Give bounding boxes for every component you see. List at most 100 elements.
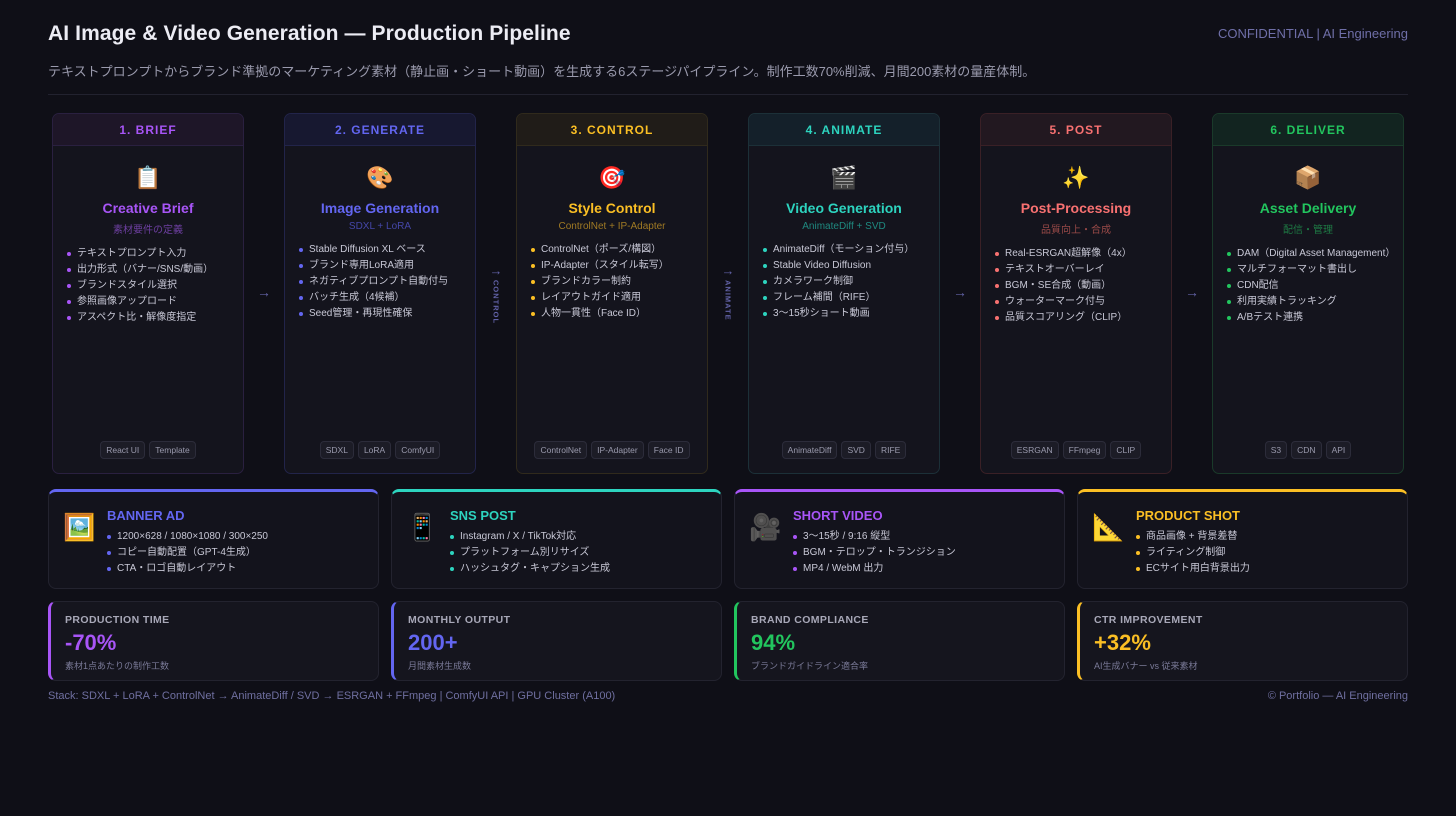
stage-feature-item: ウォーターマーク付与 — [995, 294, 1163, 310]
stage-feature-item: Stable Diffusion XL ベース — [299, 242, 467, 258]
stage-step-label: 1. BRIEF — [53, 114, 243, 146]
metric-value: 200+ — [408, 630, 458, 655]
metric-label: PRODUCTION TIME — [65, 614, 170, 626]
metric-note: 素材1点あたりの制作工数 — [65, 661, 170, 671]
tech-tag: S3 — [1264, 441, 1288, 459]
stage-subtitle: 配信・管理 — [1283, 225, 1333, 236]
output-feature-item: ハッシュタグ・キャプション生成 — [450, 561, 610, 577]
header-divider — [48, 94, 1408, 95]
metric-note: AI生成バナー vs 従来素材 — [1094, 661, 1198, 671]
stage-step-label: 5. POST — [981, 114, 1171, 146]
triangular-ruler-icon: 📐 — [1092, 512, 1125, 542]
tech-tag: SDXL — [319, 441, 354, 459]
stage-feature-item: ブランド専用LoRA適用 — [299, 258, 467, 274]
stage-feature-item: レイアウトガイド適用 — [531, 290, 699, 306]
stage-feature-item: フレーム補間（RIFE） — [763, 290, 931, 306]
metric-value: +32% — [1094, 630, 1151, 655]
stage-feature-item: 参照画像アップロード — [67, 294, 235, 310]
stage-feature-item: Stable Video Diffusion — [763, 258, 931, 274]
stage-feature-item: AnimateDiff（モーション付与） — [763, 242, 931, 258]
metric-value: 94% — [751, 630, 796, 655]
output-feature-list: Instagram / X / TikTok対応プラットフォーム別リサイズハッシ… — [450, 529, 610, 577]
tech-tag: ESRGAN — [1010, 441, 1059, 459]
stage-subtitle: AnimateDiff + SVD — [802, 221, 886, 232]
stack-footer: Stack: SDXL + LoRA + ControlNet → Animat… — [48, 690, 616, 702]
tech-tag: FFmpeg — [1062, 441, 1107, 459]
credit-footer: © Portfolio — AI Engineering — [1267, 690, 1408, 702]
stage-feature-item: IP-Adapter（スタイル転写） — [531, 258, 699, 274]
tech-tag: CDN — [1291, 441, 1322, 459]
metrics-row: PRODUCTION TIME -70% 素材1点あたりの制作工数 MONTHLY O… — [48, 601, 1408, 681]
tech-tag: RIFE — [874, 441, 907, 459]
tech-tag: ComfyUI — [395, 441, 441, 459]
output-feature-item: 1200×628 / 1080×1080 / 300×250 — [107, 529, 268, 545]
flow-arrow-icon: → — [721, 263, 735, 278]
output-feature-item: プラットフォーム別リサイズ — [450, 545, 610, 561]
stage-name: Image Generation — [320, 200, 440, 216]
output-feature-item: ライティング制御 — [1136, 545, 1250, 561]
metric-note: ブランドガイドライン適合率 — [751, 661, 869, 671]
tech-tag: React UI — [100, 441, 146, 459]
stage-feature-item: 利用実績トラッキング — [1227, 294, 1395, 310]
stage-feature-item: CDN配信 — [1227, 278, 1395, 294]
page-title: AI Image & Video Generation — Production… — [48, 22, 571, 45]
tech-tag: AnimateDiff — [781, 441, 838, 459]
tech-tag: Face ID — [647, 441, 690, 459]
metric-value: -70% — [65, 630, 117, 655]
stage-feature-item: 品質スコアリング（CLIP） — [995, 310, 1163, 326]
stage-subtitle: 品質向上・合成 — [1041, 225, 1111, 236]
stage-feature-item: A/Bテスト連携 — [1227, 310, 1395, 326]
tech-tag: Template — [149, 441, 196, 459]
metric-label: MONTHLY OUTPUT — [408, 614, 511, 626]
stage-name: Asset Delivery — [1259, 200, 1357, 216]
stage-subtitle: SDXL + LoRA — [348, 221, 412, 232]
stage-feature-item: DAM（Digital Asset Management） — [1227, 246, 1395, 262]
tech-tag: CLIP — [1110, 441, 1142, 459]
tech-tag: SVD — [841, 441, 871, 459]
stage-step-label: 2. GENERATE — [285, 114, 475, 146]
sparkles-icon: ✨ — [1062, 165, 1090, 190]
stage-name: Video Generation — [786, 200, 902, 216]
flow-arrow-icon: → — [489, 263, 503, 278]
output-feature-item: 3〜15秒 / 9:16 縦型 — [793, 529, 956, 545]
stage-feature-list: DAM（Digital Asset Management）マルチフォーマット書出… — [1227, 246, 1403, 326]
output-title: PRODUCT SHOT — [1136, 508, 1240, 523]
stage-subtitle: ControlNet + IP-Adapter — [558, 221, 666, 232]
stage-subtitle: 素材要件の定義 — [113, 225, 183, 236]
stage-feature-item: ブランドスタイル選択 — [67, 278, 235, 294]
movie-camera-icon: 🎥 — [749, 512, 782, 542]
output-feature-item: BGM・テロップ・トランジション — [793, 545, 956, 561]
stage-feature-item: アスペクト比・解像度指定 — [67, 310, 235, 326]
output-title: BANNER AD — [107, 508, 185, 523]
stage-feature-list: AnimateDiff（モーション付与）Stable Video Diffusi… — [763, 242, 939, 322]
confidential-label: CONFIDENTIAL | AI Engineering — [1217, 26, 1408, 41]
stage-feature-list: ControlNet（ポーズ/構図）IP-Adapter（スタイル転写）ブランド… — [531, 242, 707, 322]
stage-step-label: 4. ANIMATE — [749, 114, 939, 146]
flow-arrow-icon: → — [257, 284, 271, 300]
output-feature-item: ECサイト用白背景出力 — [1136, 561, 1250, 577]
stage-feature-item: マルチフォーマット書出し — [1227, 262, 1395, 278]
stage-feature-list: Stable Diffusion XL ベースブランド専用LoRA適用ネガティブ… — [299, 242, 475, 322]
page-subtitle: テキストプロンプトからブランド準拠のマーケティング素材（静止画・ショート動画）を… — [48, 64, 1036, 79]
stage-feature-item: BGM・SE合成（動画） — [995, 278, 1163, 294]
metric-label: CTR IMPROVEMENT — [1094, 614, 1203, 626]
stage-feature-item: 3〜15秒ショート動画 — [763, 306, 931, 322]
stage-feature-list: テキストプロンプト入力出力形式（バナー/SNS/動画）ブランドスタイル選択参照画… — [67, 246, 243, 326]
